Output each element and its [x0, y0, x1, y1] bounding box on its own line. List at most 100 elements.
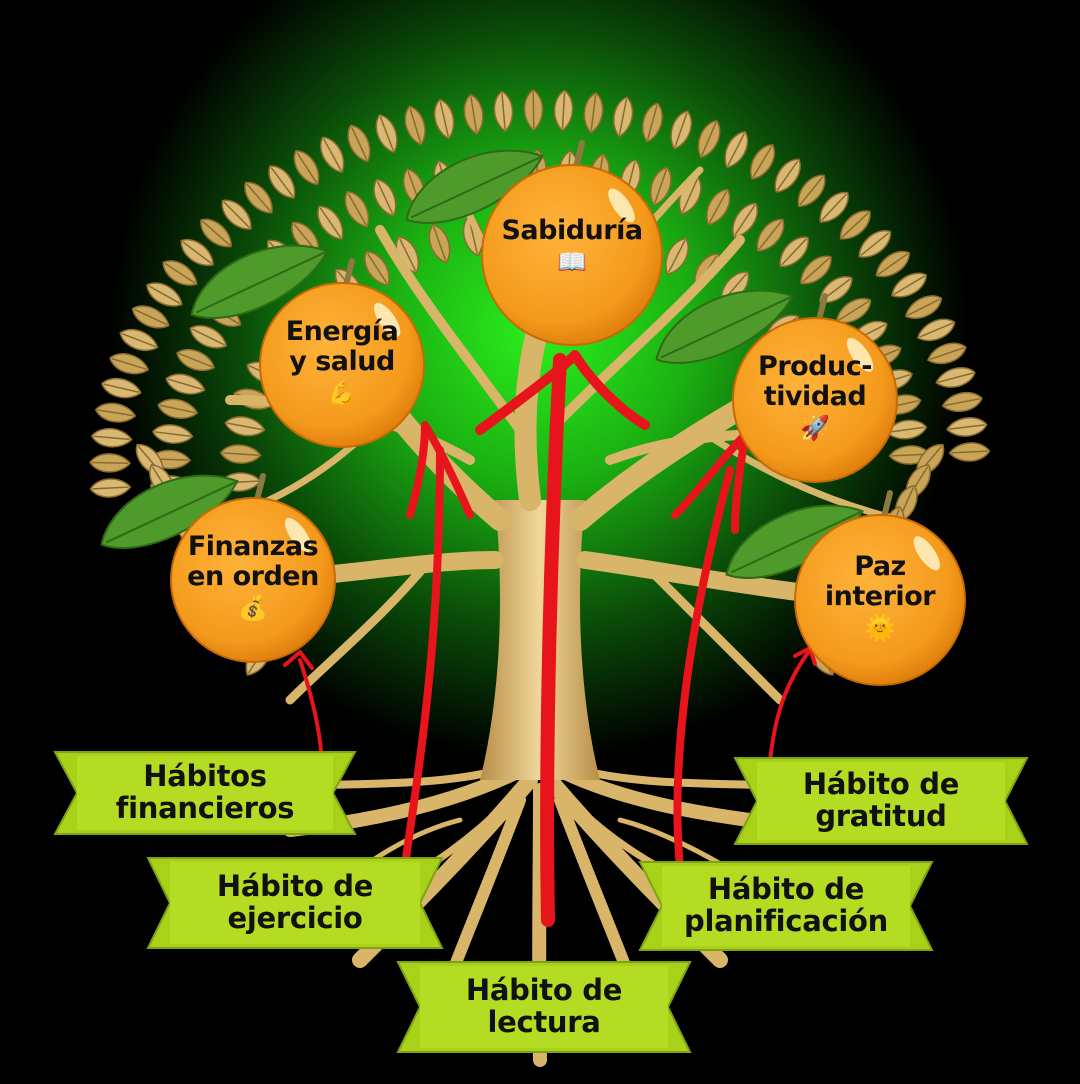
tree-leaf [131, 305, 170, 329]
tree-leaf [244, 181, 273, 214]
growth-arrows [283, 350, 817, 927]
tree-leaf [176, 348, 216, 372]
fruit-shine [913, 536, 940, 571]
tree-leaf [946, 417, 988, 437]
red-arrow [540, 353, 567, 927]
orange-fruit [732, 317, 898, 483]
tree-leaf [189, 324, 228, 349]
fruit-stem [881, 490, 893, 520]
fruit-shine [608, 188, 635, 223]
banner-financieros [53, 751, 357, 835]
tree-leaf [146, 282, 183, 307]
tree-leaf [375, 114, 398, 154]
tree-leaf [916, 318, 956, 342]
fruit-stem [816, 293, 828, 323]
habit-banners [53, 751, 1029, 1053]
tree-leaf [463, 93, 484, 136]
orange-fruit [481, 164, 663, 346]
fruit-circles [100, 140, 966, 686]
tree-leaf [100, 377, 142, 399]
banner-planificacion [638, 861, 934, 951]
tree-leaf [224, 416, 266, 437]
tree-leaf [642, 102, 663, 143]
tree-leaf [165, 373, 206, 395]
tree-leaf [904, 295, 943, 319]
tree-leaf [119, 328, 159, 352]
tree-leaf [875, 250, 910, 278]
tree-leaf [891, 272, 928, 298]
tree-leaf [428, 224, 451, 264]
tree-trunk [480, 500, 600, 780]
tree-leaf [90, 428, 133, 448]
tree-leaf [89, 478, 132, 498]
tree-leaf [779, 236, 809, 268]
fruit-stem [343, 258, 355, 288]
orange-fruit [170, 497, 336, 663]
tree-leaf [750, 144, 775, 180]
banner-lectura [396, 961, 692, 1053]
tree-leaf [670, 110, 692, 150]
tree-leaf [293, 150, 320, 186]
tree-leaf [320, 136, 345, 174]
orange-fruit [794, 514, 966, 686]
tree-leaf [268, 165, 296, 199]
fruit-leaf [725, 504, 864, 579]
ribbon-face [170, 862, 420, 944]
tree-leaf [493, 90, 514, 133]
tree-leaf [948, 442, 991, 462]
fruit-leaf [190, 244, 329, 319]
tree-leaf [927, 342, 967, 365]
tree-leaf [553, 89, 574, 132]
tree-leaf [89, 453, 132, 473]
tree-leaf [665, 237, 689, 276]
red-arrow [673, 466, 734, 872]
fruit-energia [190, 244, 425, 448]
tree-leaf [347, 124, 371, 163]
fruit-shine [284, 517, 312, 552]
fruit-paz [725, 490, 966, 686]
tree-leaf [774, 158, 801, 193]
tree-leaf [151, 424, 194, 444]
tree-leaf [800, 255, 832, 285]
fruit-productividad [655, 289, 898, 483]
tree-leaf [162, 260, 198, 286]
fruit-stem [254, 473, 266, 503]
tree-leaf [706, 188, 731, 226]
tree-leaf [404, 105, 426, 146]
tree-leaf [200, 218, 232, 248]
red-arrow [283, 650, 314, 670]
tree-leaf [839, 210, 871, 240]
tree-leaf [732, 202, 759, 238]
tree-leaf [180, 238, 214, 267]
fruit-stem [573, 140, 585, 170]
ribbon-face [420, 966, 668, 1048]
fruit-leaf [655, 289, 794, 364]
tree-leaf [697, 119, 721, 159]
fruit-shine [846, 337, 874, 372]
tree-leaf [819, 191, 849, 223]
fruit-leaf [100, 474, 239, 549]
ribbon-face [77, 756, 333, 830]
tree-leaf [219, 444, 262, 464]
banner-ejercicio [146, 857, 444, 949]
ribbon-face [757, 762, 1005, 840]
tree-leaf [317, 205, 344, 240]
fruit-finanzas [100, 473, 336, 663]
tree-leaf [157, 398, 199, 420]
tree-leaf [433, 98, 455, 140]
tree-leaf [364, 250, 390, 287]
banner-gratitud [733, 757, 1029, 845]
orange-fruit [259, 282, 425, 448]
fruit-leaf [405, 149, 544, 224]
tree-leaf [797, 174, 826, 208]
tree-leaf [583, 92, 604, 134]
tree-leaf [756, 218, 785, 252]
ribbon-face [662, 866, 910, 946]
red-arrow [406, 421, 474, 519]
tree-leaf [941, 391, 983, 413]
tree-leaf [935, 367, 976, 388]
fruit-shine [373, 302, 401, 337]
tree-leaf [649, 166, 672, 207]
